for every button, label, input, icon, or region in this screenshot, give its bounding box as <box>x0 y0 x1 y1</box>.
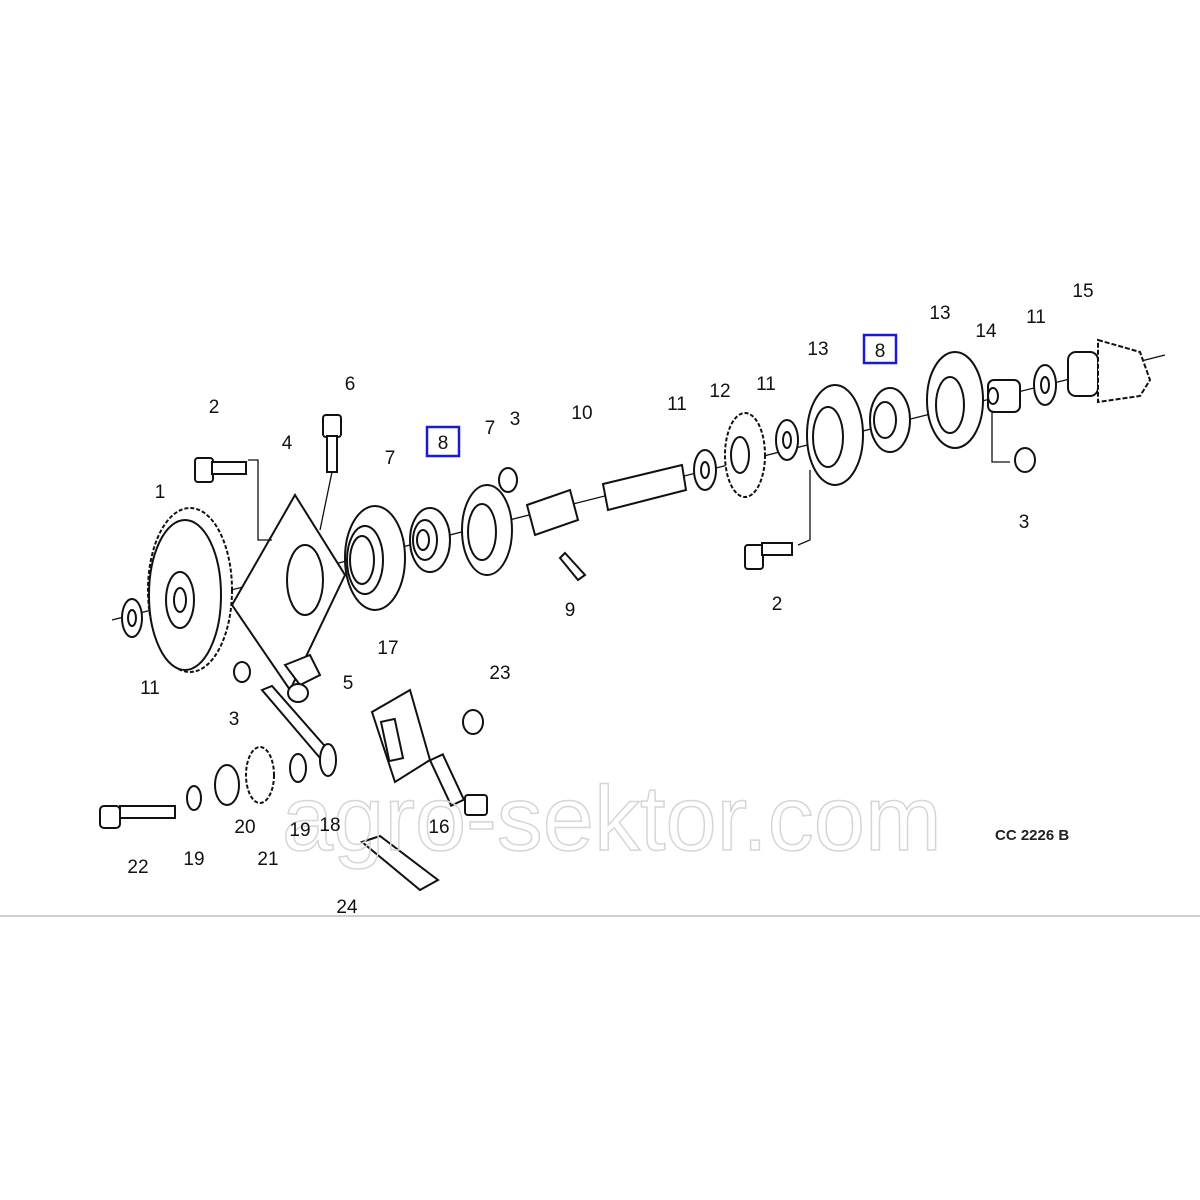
part-washer-18 <box>319 743 337 777</box>
part-nut-23 <box>462 709 484 735</box>
part-bolt-2b <box>744 542 793 570</box>
callout-15: 15 <box>1072 281 1093 302</box>
part-bevel-gear-15 <box>1067 338 1152 404</box>
callout-21: 21 <box>257 849 278 870</box>
callout-3: 3 <box>1019 512 1030 533</box>
part-shaft-10 <box>525 463 688 537</box>
callout-16: 16 <box>428 817 449 838</box>
callout-7: 7 <box>485 418 496 439</box>
callout-18: 18 <box>319 815 340 836</box>
plate-tab <box>283 653 322 687</box>
part-flange-7b <box>461 484 513 576</box>
part-nut-3 <box>498 467 518 493</box>
part-sprocket-21 <box>245 746 275 804</box>
callout-9: 9 <box>565 600 576 621</box>
callout-11: 11 <box>756 374 776 395</box>
part-pin-9 <box>558 551 587 582</box>
callout-6: 6 <box>345 374 356 395</box>
part-bolt-16 <box>428 753 488 816</box>
highlight-box-8-right <box>862 333 898 365</box>
part-flange-7 <box>344 505 406 611</box>
callout-11: 11 <box>140 678 160 699</box>
callout-7: 7 <box>385 448 396 469</box>
part-sprocket-12 <box>724 412 766 498</box>
callout-17: 17 <box>377 638 398 659</box>
part-sprocket-1 <box>147 507 233 673</box>
part-washer-11c <box>775 419 799 461</box>
callout-11: 11 <box>667 394 687 415</box>
callout-14: 14 <box>975 321 997 342</box>
part-flange-13 <box>797 384 864 546</box>
callout-13: 13 <box>929 303 950 324</box>
callout-8: 8 <box>875 341 886 362</box>
part-bolt-2 <box>194 457 272 541</box>
watermark: agro-sektor.com <box>282 768 942 870</box>
callout-3: 3 <box>510 409 521 430</box>
plate-hole <box>286 544 324 616</box>
part-washer-11d <box>1033 364 1057 406</box>
callout-20: 20 <box>234 817 255 838</box>
part-nut-3b <box>1014 447 1036 473</box>
callout-12: 12 <box>709 381 730 402</box>
callout-8: 8 <box>438 433 449 454</box>
callout-4: 4 <box>282 433 293 454</box>
part-washer-19b <box>186 785 202 811</box>
callout-1: 1 <box>155 482 166 503</box>
part-washer-11 <box>121 598 143 638</box>
part-bolt-22 <box>99 805 176 829</box>
part-spacer-20 <box>214 764 240 806</box>
part-washer-11b <box>693 449 717 491</box>
callout-11: 11 <box>1026 307 1046 328</box>
callout-5: 5 <box>343 673 354 694</box>
part-bearing-8b <box>869 387 911 453</box>
part-washer-19 <box>289 753 307 783</box>
callout-10: 10 <box>571 403 592 424</box>
callout-23: 23 <box>489 663 510 684</box>
callout-2: 2 <box>772 594 783 615</box>
callout-22: 22 <box>127 857 148 878</box>
part-nut-5 <box>287 683 309 703</box>
drawing-code: CC 2226 B <box>995 827 1069 844</box>
part-flange-13b <box>926 351 984 449</box>
part-spacer-14 <box>987 379 1021 463</box>
callout-24: 24 <box>336 897 358 918</box>
callout-19: 19 <box>289 820 310 841</box>
part-nut-3c <box>233 661 251 683</box>
callout-3: 3 <box>229 709 240 730</box>
callout-13: 13 <box>807 339 828 360</box>
part-plate-24 <box>359 834 440 892</box>
highlight-box-8-left <box>425 425 461 458</box>
callout-2: 2 <box>209 397 220 418</box>
callout-19: 19 <box>183 849 204 870</box>
part-bearing-8 <box>409 507 451 573</box>
part-bolt-6 <box>319 414 342 531</box>
